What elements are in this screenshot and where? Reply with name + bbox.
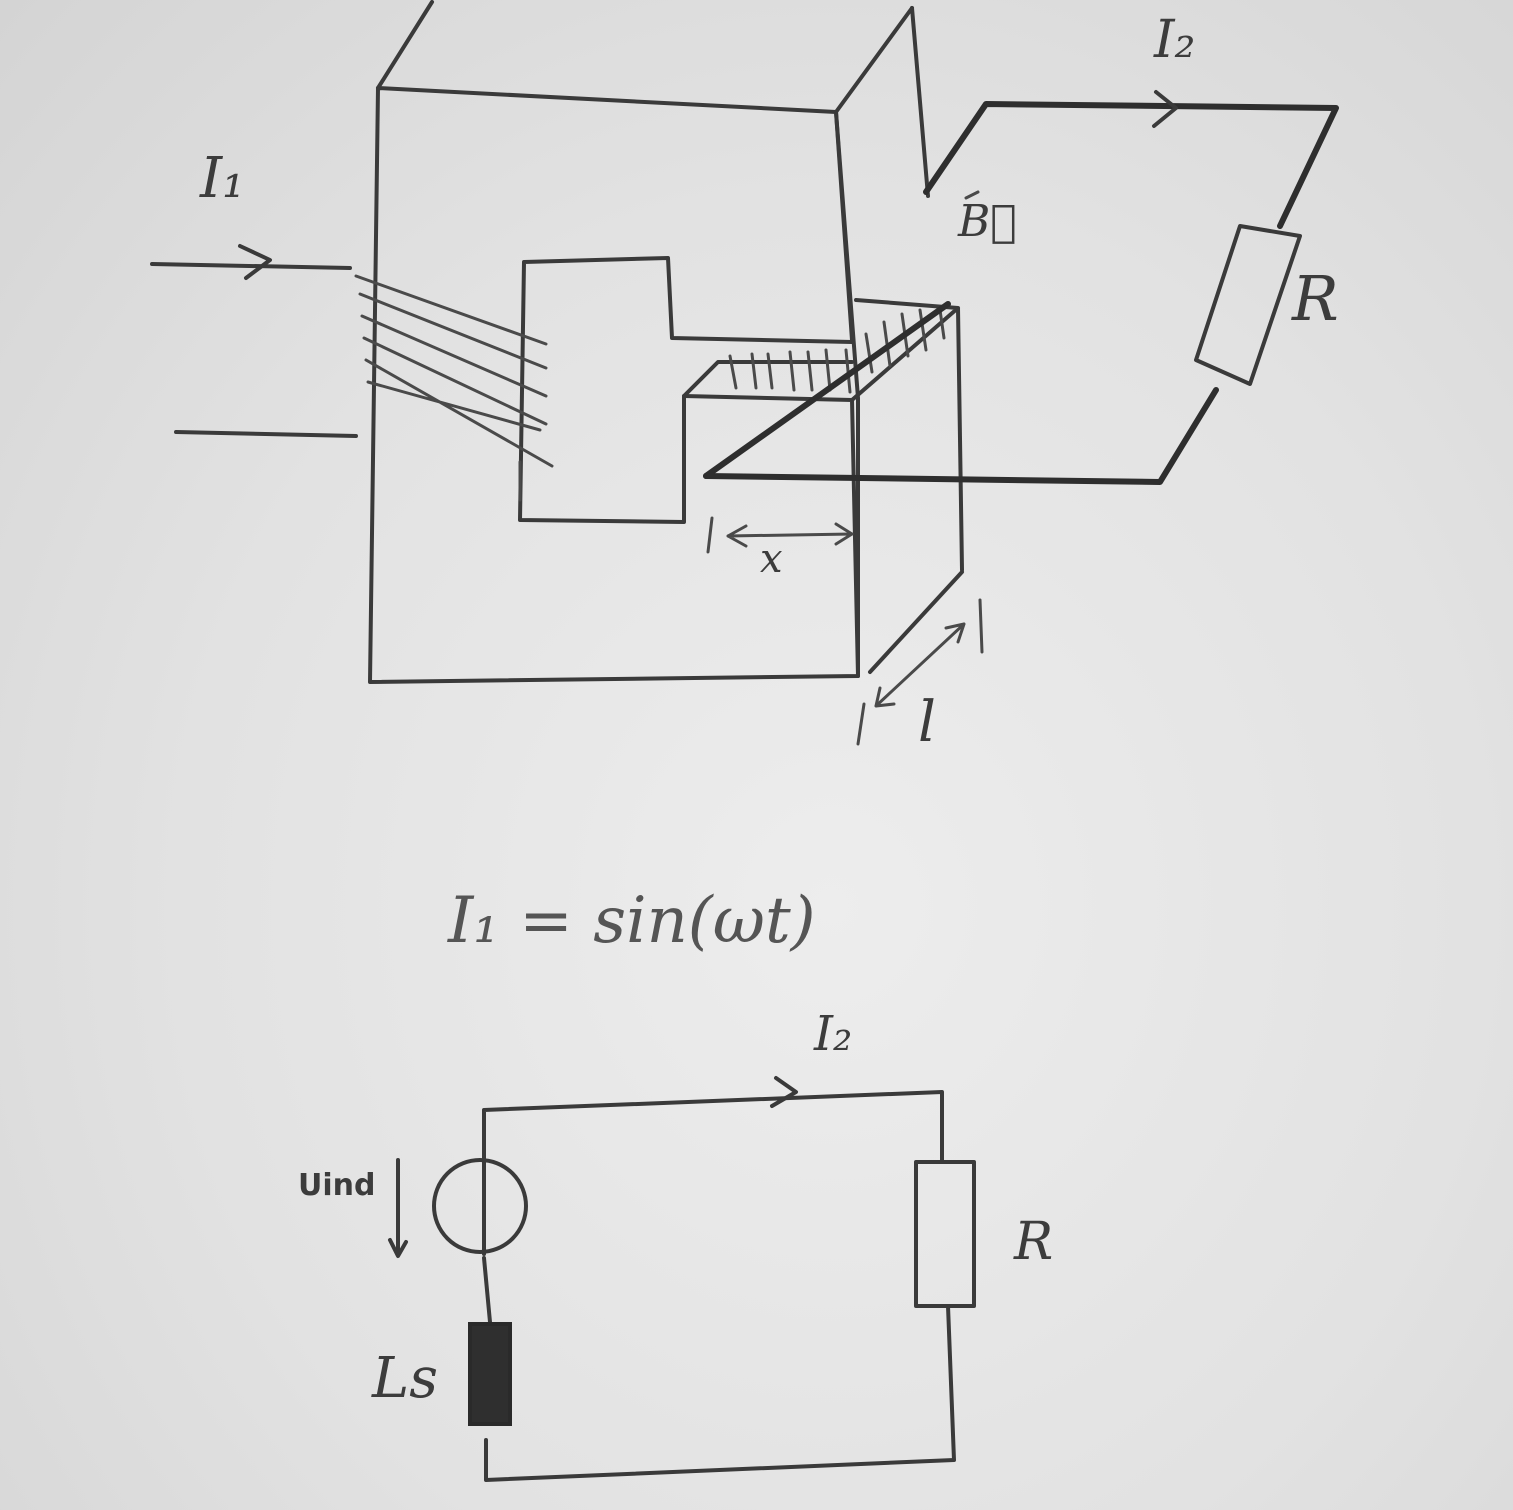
label-B: B⃗ bbox=[958, 196, 1017, 247]
label-I2-bottom: I₂ bbox=[814, 1006, 853, 1062]
core-front-face bbox=[368, 86, 860, 684]
voltage-arrow bbox=[388, 1158, 408, 1258]
core-window bbox=[518, 256, 854, 524]
primary-winding bbox=[354, 274, 554, 502]
primary-leads bbox=[150, 262, 358, 438]
label-Ls: Ls bbox=[372, 1346, 438, 1411]
dimension-x bbox=[706, 516, 854, 554]
core-right-face bbox=[834, 6, 930, 342]
resistor-bottom bbox=[914, 1160, 976, 1308]
secondary-loop bbox=[703, 101, 1339, 485]
arrow-I2-top bbox=[1152, 90, 1178, 128]
air-gap-box bbox=[682, 298, 964, 678]
circuit-wires bbox=[482, 1090, 956, 1482]
voltage-source bbox=[432, 1158, 528, 1254]
label-I1: I₁ bbox=[200, 146, 245, 211]
arrow-I1 bbox=[238, 244, 272, 280]
equation: I₁ = sin(ωt) bbox=[448, 884, 816, 958]
label-R-top: R bbox=[1292, 262, 1339, 335]
core-top-face bbox=[376, 0, 914, 114]
arrow-I2-bottom bbox=[770, 1076, 798, 1108]
field-vector-mark bbox=[964, 190, 980, 200]
label-x: x bbox=[760, 536, 783, 582]
resistor-top bbox=[1194, 224, 1302, 386]
label-R-bottom: R bbox=[1014, 1212, 1054, 1272]
label-I2-top: I₂ bbox=[1154, 10, 1196, 70]
label-Uind: Uind bbox=[298, 1168, 376, 1203]
inductor-body bbox=[468, 1322, 512, 1426]
sliding-conductor bbox=[703, 301, 951, 479]
label-l: l bbox=[918, 690, 936, 755]
dimension-l bbox=[856, 598, 984, 746]
